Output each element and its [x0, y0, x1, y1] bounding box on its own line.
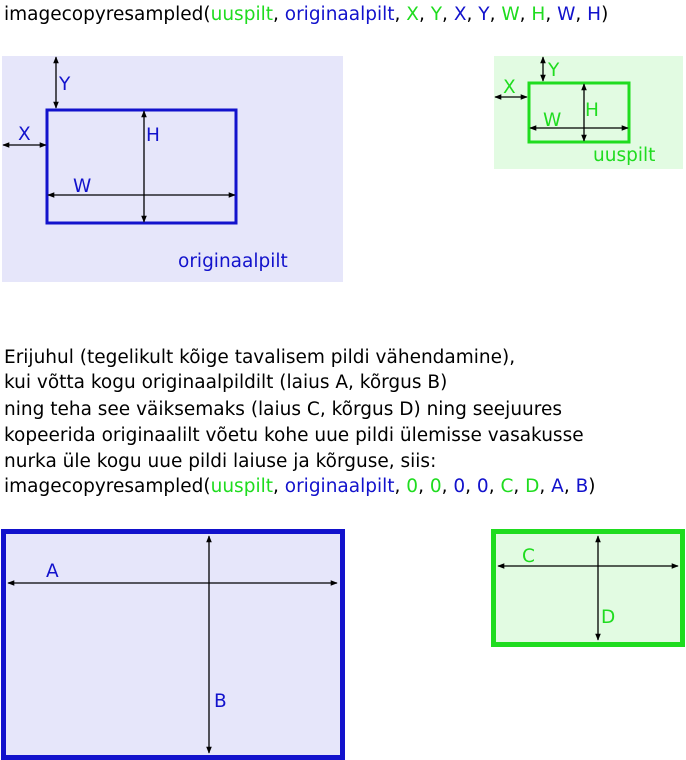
function-name: imagecopyresampled(	[4, 476, 211, 497]
b-height-label: B	[214, 691, 227, 712]
paragraph-line-3: ning teha see väiksemaks (laius C, kõrgu…	[4, 399, 562, 420]
formula-arg: W	[501, 4, 520, 25]
x-offset-label: X	[18, 124, 31, 145]
new-x-offset-label: X	[503, 77, 516, 98]
original-image-label: originaalpilt	[178, 251, 288, 272]
width-label: W	[73, 176, 91, 197]
formula-arg: W	[557, 4, 576, 25]
formula-arg: 0	[429, 476, 442, 497]
dest-region-rect	[527, 81, 631, 144]
original-image-full-rect	[1, 529, 345, 760]
formula-arg: 0	[476, 476, 489, 497]
formula-arg: A	[551, 476, 564, 497]
paragraph-line-4: kopeerida originaalilt võetu kohe uue pi…	[4, 425, 584, 446]
new-image-full-rect	[491, 529, 685, 647]
formula-arg: H	[531, 4, 546, 25]
formula-arg: C	[500, 476, 514, 497]
formula-arg: D	[525, 476, 540, 497]
paragraph-line-1: Erijuhul (tegelikult kõige tavalisem pil…	[4, 347, 516, 368]
new-width-label: W	[543, 110, 561, 131]
new-image-label: uuspilt	[593, 145, 655, 166]
c-width-label: C	[522, 546, 535, 567]
formula-arg: 0	[453, 476, 466, 497]
a-width-label: A	[46, 561, 59, 582]
new-height-label: H	[585, 100, 599, 121]
formula-arg: originaalpilt	[284, 476, 395, 497]
height-label: H	[146, 125, 160, 146]
d-height-label: D	[601, 607, 615, 628]
function-name: imagecopyresampled(	[4, 4, 211, 25]
formula-arg: uuspilt	[210, 4, 273, 25]
formula-arg: 0	[406, 476, 419, 497]
formula-arg: Y	[478, 4, 490, 25]
formula-arg: B	[575, 476, 589, 497]
new-y-offset-label: Y	[547, 60, 560, 81]
y-offset-label: Y	[58, 74, 71, 95]
paragraph-line-2: kui võtta kogu originaalpildilt (laius A…	[4, 372, 448, 393]
formula-arg: X	[406, 4, 419, 25]
formula-arg: H	[587, 4, 602, 25]
paragraph-line-5: nurka üle kogu uue pildi laiuse ja kõrgu…	[4, 451, 437, 472]
new-image-area	[494, 56, 683, 169]
formula-arg: originaalpilt	[284, 4, 395, 25]
formula-arg: uuspilt	[210, 476, 273, 497]
source-region-rect	[45, 108, 238, 225]
formula-arg: X	[453, 4, 467, 25]
formula-bottom: imagecopyresampled(uuspilt, originaalpil…	[4, 476, 596, 497]
original-image-area	[2, 56, 343, 282]
formula-top: imagecopyresampled(uuspilt, originaalpil…	[4, 4, 609, 25]
formula-arg: Y	[430, 4, 443, 25]
